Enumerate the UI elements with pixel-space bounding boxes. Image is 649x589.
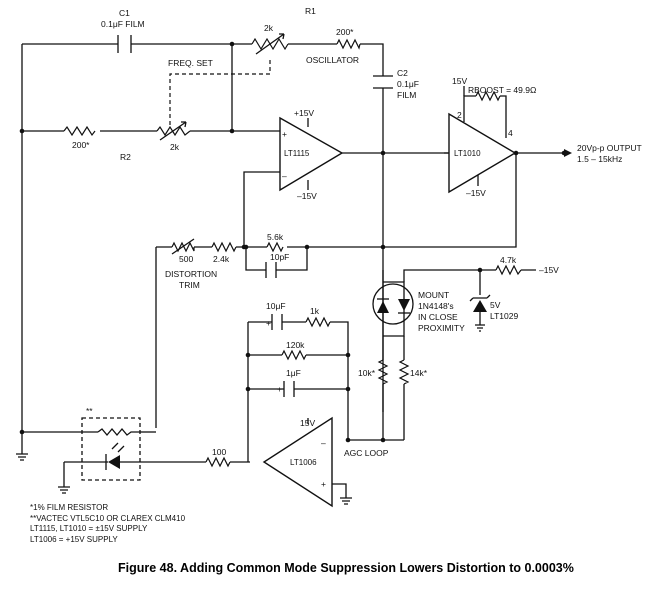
resistor-r2-fixed	[63, 125, 96, 137]
label-c2-ref: C2	[397, 68, 408, 78]
label-r-2-4k: 2.4k	[213, 254, 230, 264]
resistor-4-7k	[495, 264, 522, 276]
label-c-10uf-plus: +	[266, 318, 271, 328]
label-c1-ref: C1	[119, 8, 130, 18]
label-r-14k: 14k*	[410, 368, 428, 378]
footnote-3: LT1115, LT1010 = ±15V SUPPLY	[30, 524, 148, 533]
output-arrow	[564, 149, 572, 157]
label-freq-set: FREQ. SET	[168, 58, 213, 68]
label-lt1010-vpos: 15V	[452, 76, 467, 86]
label-neg15: –15V	[539, 265, 559, 275]
label-r-120k: 120k	[286, 340, 305, 350]
label-c-10uf: 10μF	[266, 301, 286, 311]
label-c2-film: FILM	[397, 90, 416, 100]
capacitor-10uf	[271, 314, 283, 330]
resistor-10k	[377, 359, 389, 385]
label-lt1006-vpos: 15V	[300, 418, 315, 428]
label-diodes-note-1: MOUNT	[418, 290, 449, 300]
capacitor-1uf	[283, 381, 295, 397]
pot-arrow-r2	[159, 121, 187, 141]
label-r2-fixed: 200*	[72, 140, 90, 150]
opamp-lt1006	[262, 416, 333, 508]
label-diodes-note-4: PROXIMITY	[418, 323, 465, 333]
capacitor-c2	[373, 75, 393, 89]
resistor-2-4k	[211, 241, 237, 253]
label-lt1010-pin2: 2	[457, 110, 462, 120]
label-lt1006-minus: –	[321, 438, 326, 448]
footnote-2: **VACTEC VTL5C10 OR CLAREX CLM410	[30, 513, 186, 523]
label-zener-part: LT1029	[490, 311, 518, 321]
label-output-line1: 20Vp-p OUTPUT	[577, 143, 642, 153]
label-lt1006: LT1006	[290, 458, 317, 467]
label-r2-ref: R2	[120, 152, 131, 162]
wires	[21, 43, 564, 498]
label-r-100: 100	[212, 447, 226, 457]
label-r-5-6k: 5.6k	[267, 232, 284, 242]
optocoupler	[81, 417, 144, 481]
label-lt1115-vneg: –15V	[297, 191, 317, 201]
label-lt1010-pin4: 4	[508, 128, 513, 138]
resistor-rboost	[475, 90, 501, 102]
resistor-500-pot	[171, 241, 195, 253]
pot-arrow-r1	[255, 33, 285, 55]
label-r2-pot: 2k	[170, 142, 180, 152]
capacitor-c1	[117, 35, 132, 53]
label-diodes-note-2: 1N4148's	[418, 301, 454, 311]
junction-dots	[19, 41, 567, 443]
label-lt1115-plus: +	[282, 129, 287, 139]
footnote-1: *1% FILM RESISTOR	[30, 503, 109, 512]
label-agc-loop: AGC LOOP	[344, 448, 389, 458]
label-r1-pot: 2k	[264, 23, 274, 33]
resistor-14k	[398, 359, 410, 385]
footnotes: *1% FILM RESISTOR **VACTEC VTL5C10 OR CL…	[30, 503, 185, 545]
ground-symbols	[16, 453, 352, 505]
label-r-10k: 10k*	[358, 368, 376, 378]
label-distortion-trim-1: DISTORTION	[165, 269, 217, 279]
label-lt1115-vpos: +15V	[294, 108, 314, 118]
resistor-1k	[305, 316, 331, 328]
label-lt1115-minus: –	[282, 171, 287, 181]
label-oscillator: OSCILLATOR	[306, 55, 359, 65]
label-r-500: 500	[179, 254, 193, 264]
label-r-4-7k: 4.7k	[500, 255, 517, 265]
diode-pair	[372, 283, 414, 325]
footnote-4: LT1006 = +15V SUPPLY	[30, 534, 118, 544]
opamp-lt1115	[279, 116, 344, 192]
label-opto-mark: **	[86, 406, 93, 416]
label-r1-fixed: 200*	[336, 27, 354, 37]
label-r1-ref: R1	[305, 6, 316, 16]
pot-arrow-500	[171, 238, 195, 255]
resistor-5-6k	[266, 241, 284, 253]
label-c1-value: 0.1μF FILM	[101, 19, 145, 29]
label-lt1010-vneg: –15V	[466, 188, 486, 198]
label-distortion-trim-2: TRIM	[179, 280, 200, 290]
freq-set-linkage	[169, 60, 271, 128]
capacitor-10pf	[265, 262, 277, 278]
label-c-1uf: 1μF	[286, 368, 301, 378]
resistor-r1-fixed	[336, 38, 361, 50]
label-diodes-note-3: IN CLOSE	[418, 312, 458, 322]
zener-lt1029	[469, 294, 491, 332]
label-c-1uf-plus: +	[277, 384, 282, 394]
label-r-1k: 1k	[310, 306, 320, 316]
resistor-100	[205, 456, 231, 468]
label-rboost: RBOOST = 49.9Ω	[468, 85, 536, 95]
figure-caption: Figure 48. Adding Common Mode Suppressio…	[118, 561, 574, 575]
label-zener-voltage: 5V	[490, 300, 501, 310]
label-c2-value: 0.1μF	[397, 79, 419, 89]
label-lt1006-plus: +	[321, 479, 326, 489]
resistor-120k	[281, 349, 307, 361]
label-lt1010: LT1010	[454, 149, 481, 158]
label-output-line2: 1.5 – 15kHz	[577, 154, 622, 164]
label-c-10pf: 10pF	[270, 252, 289, 262]
label-lt1115: LT1115	[284, 149, 310, 158]
